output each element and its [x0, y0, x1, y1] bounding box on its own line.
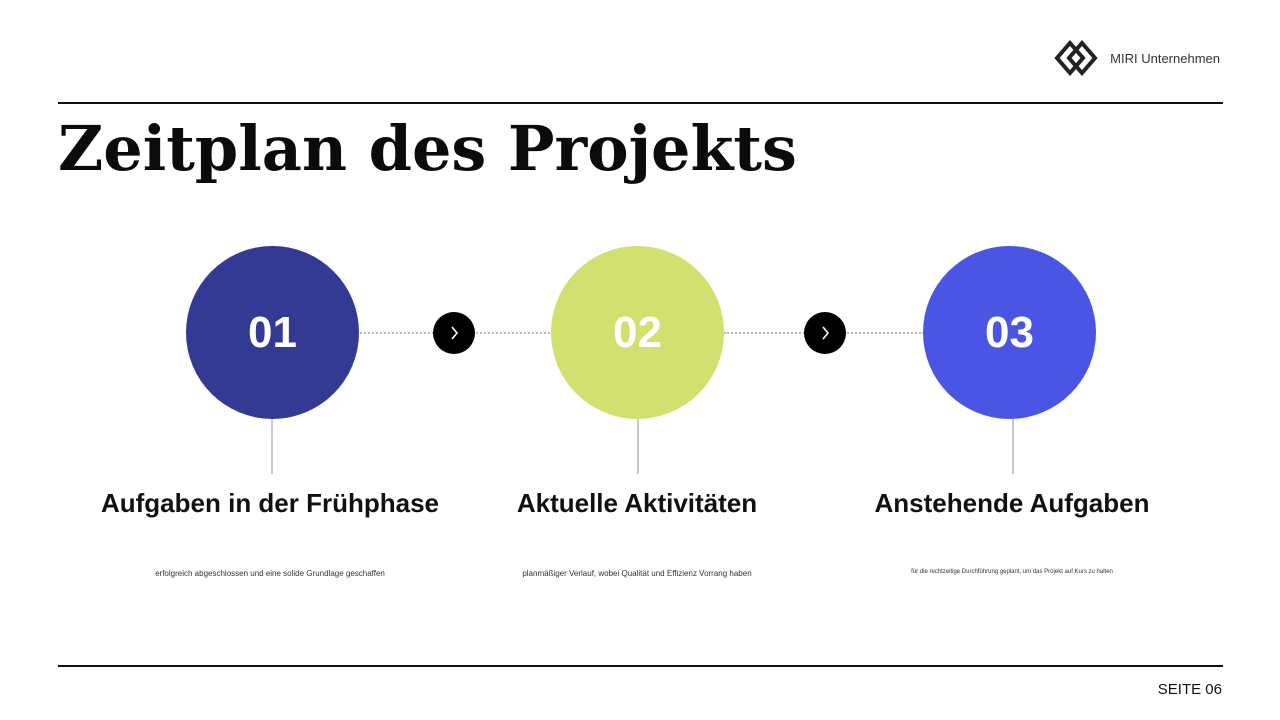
- step-description-3: für die rechtzeitige Durchführung geplan…: [911, 569, 1113, 575]
- diamond-logo-icon: [1054, 40, 1098, 76]
- step-circle-3: 03: [923, 246, 1096, 419]
- top-divider: [58, 102, 1223, 104]
- step-number: 01: [248, 307, 297, 357]
- step-circle-2: 02: [551, 246, 724, 419]
- step-title-2: Aktuelle Aktivitäten: [516, 488, 758, 518]
- step-title-3: Anstehende Aufgaben: [874, 488, 1150, 518]
- page-title: Zeitplan des Projekts: [58, 112, 797, 185]
- step-stem: [637, 419, 639, 474]
- page-number: SEITE 06: [1157, 681, 1222, 698]
- step-number: 03: [985, 307, 1034, 357]
- step-number: 02: [613, 307, 662, 357]
- step-description-1: erfolgreich abgeschlossen und eine solid…: [155, 569, 385, 578]
- chevron-right-icon: [804, 312, 846, 354]
- step-circle-1: 01: [186, 246, 359, 419]
- company-name: MIRI Unternehmen: [1110, 50, 1220, 66]
- bottom-divider: [58, 665, 1223, 667]
- step-stem: [1012, 419, 1014, 474]
- step-stem: [271, 419, 273, 474]
- brand: MIRI Unternehmen: [1054, 40, 1220, 76]
- chevron-right-icon: [433, 312, 475, 354]
- step-description-2: planmäßiger Verlauf, wobei Qualität und …: [522, 569, 752, 578]
- step-title-1: Aufgaben in der Frühphase: [100, 488, 440, 518]
